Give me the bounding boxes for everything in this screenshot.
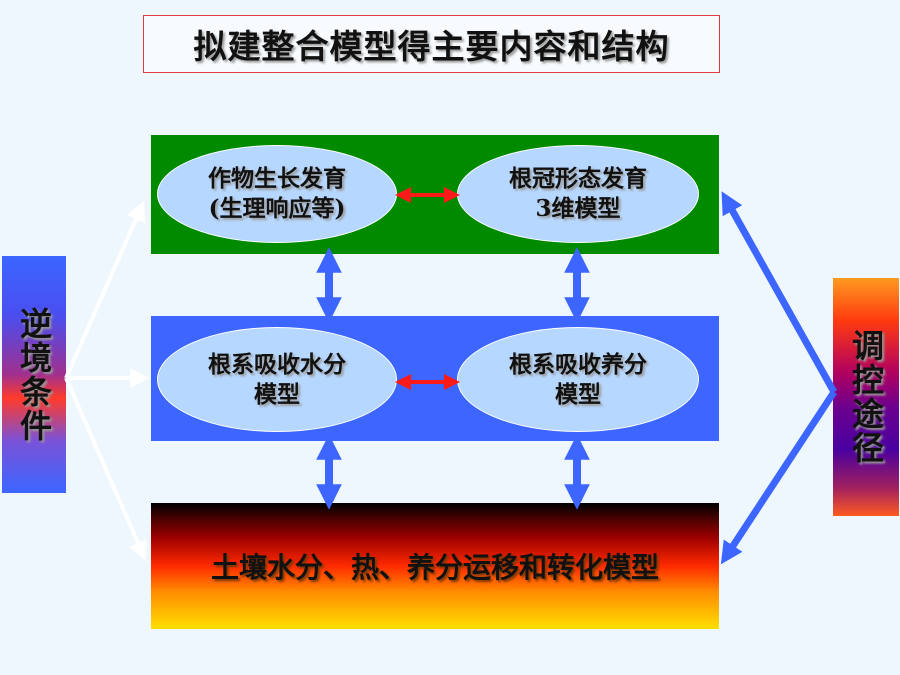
node-root-nutrient: 根系吸收养分 模型: [457, 327, 699, 432]
node-crop-growth-line2: (生理响应等): [208, 195, 346, 222]
arrow-stress-to-crop: [64, 200, 146, 379]
title-box: 拟建整合模型得主要内容和结构: [143, 15, 720, 73]
arrow-stress-to-soil: [64, 377, 148, 562]
stress-conditions-box: 逆境条件: [2, 256, 66, 493]
node-root-water: 根系吸收水分 模型: [157, 327, 397, 432]
node-root-nutrient-line2: 模型: [555, 380, 601, 408]
node-root-morphology-line1: 根冠形态发育: [509, 165, 647, 192]
soil-model-label: 土壤水分、热、养分运移和转化模型: [210, 551, 659, 584]
arrow-regulation-to-soil: [720, 390, 837, 565]
node-root-water-line1: 根系吸收水分: [208, 350, 346, 378]
regulation-pathways-box: 调控途径: [833, 278, 899, 516]
regulation-pathways-label: 调控途径: [847, 329, 885, 465]
node-crop-growth-line1: 作物生长发育: [208, 165, 346, 192]
node-root-morphology-line2: 3维模型: [535, 195, 621, 222]
node-root-water-line2: 模型: [254, 380, 300, 408]
node-root-nutrient-line1: 根系吸收养分: [509, 350, 647, 378]
node-root-morphology: 根冠形态发育 3维模型: [457, 145, 699, 243]
page-title: 拟建整合模型得主要内容和结构: [193, 27, 670, 66]
panel-soil: 土壤水分、热、养分运移和转化模型: [151, 503, 719, 629]
stress-conditions-label: 逆境条件: [15, 306, 53, 443]
arrow-regulation-to-crop: [721, 191, 838, 394]
